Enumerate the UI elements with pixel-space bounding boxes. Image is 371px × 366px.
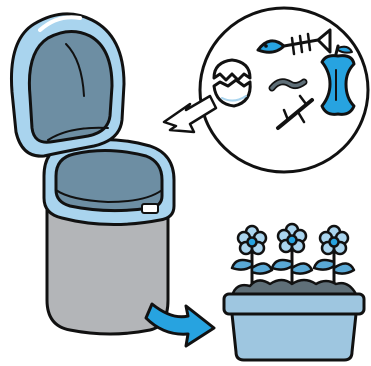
arrow-icon [146, 304, 214, 346]
bin-latch [142, 204, 158, 213]
planter-rim [224, 294, 364, 314]
flower-3 [320, 226, 348, 254]
planter-body [232, 314, 356, 360]
flower-planter-icon [224, 242, 364, 360]
flower-2 [278, 224, 306, 252]
flower-1 [238, 226, 266, 254]
compost-bin-icon [11, 14, 174, 334]
flower-icon [238, 224, 348, 254]
